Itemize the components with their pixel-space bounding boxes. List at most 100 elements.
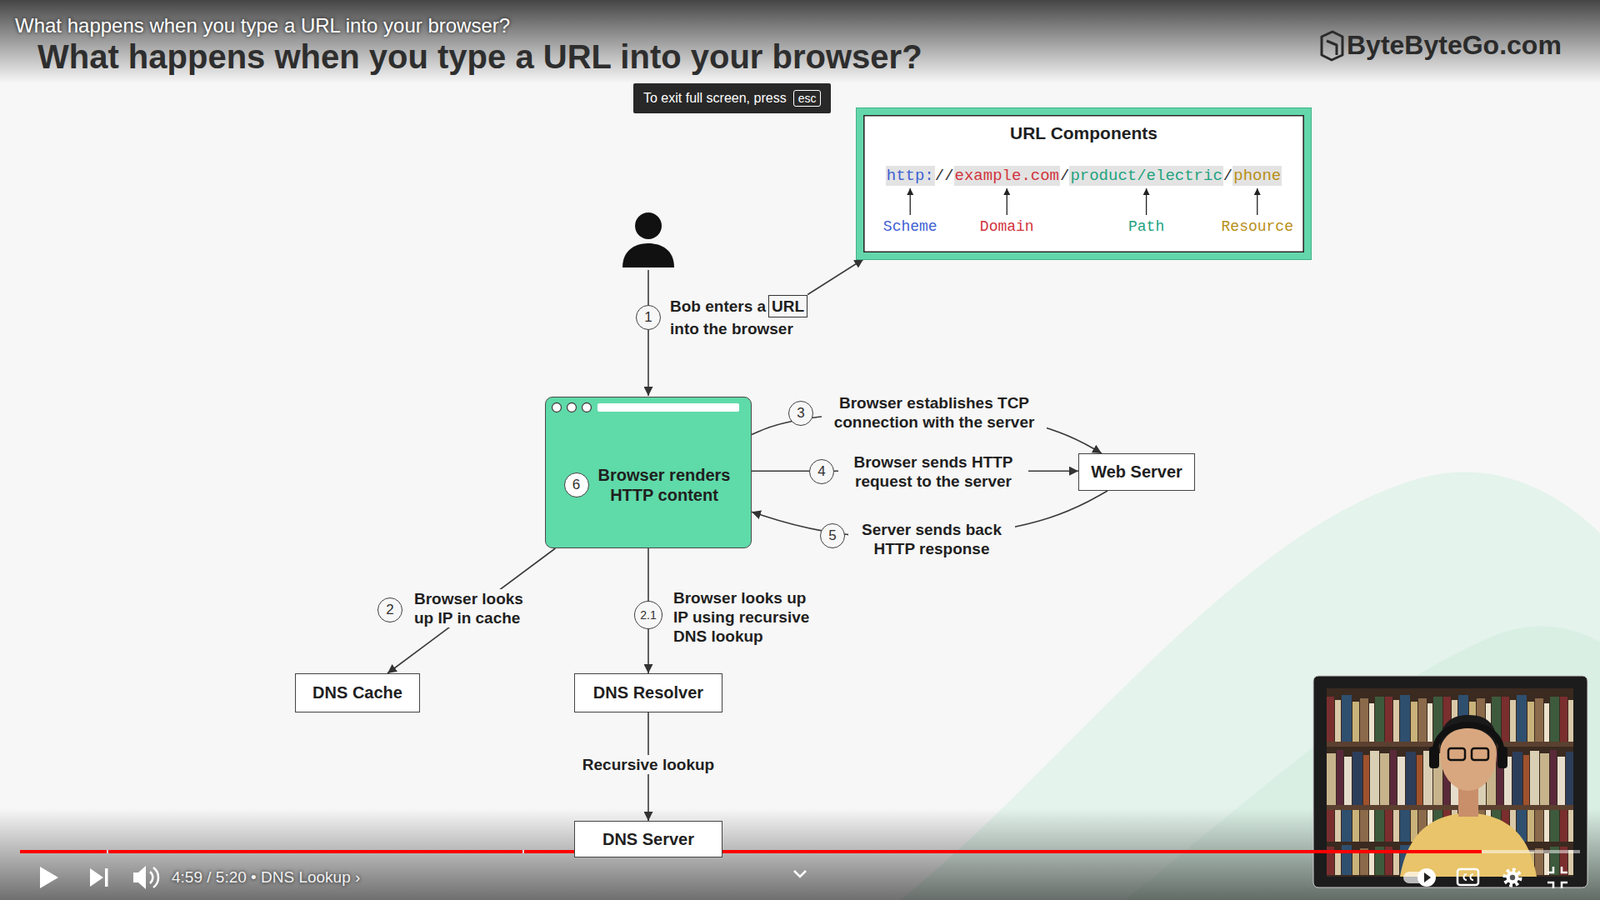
top-shade xyxy=(0,0,1600,84)
url-part: http: xyxy=(885,165,935,186)
url-part-name: Domain xyxy=(980,217,1035,236)
slide-title: What happens when you type a URL into yo… xyxy=(37,36,923,77)
progress-bar xyxy=(20,850,1580,854)
autoplay-toggle xyxy=(1424,872,1431,883)
headphone-band xyxy=(1435,725,1502,755)
connector-arrow xyxy=(387,548,555,674)
step-text: into the browser xyxy=(670,319,794,339)
window-body: 6Browser renders HTTP content xyxy=(545,422,751,548)
volume-icon xyxy=(133,865,146,890)
next-icon xyxy=(90,868,104,887)
url-part: / xyxy=(1060,166,1070,185)
url-part: product/electric xyxy=(1069,165,1223,186)
step-text: Bob enters a xyxy=(670,296,766,316)
window-title-bar xyxy=(545,397,753,423)
browser-text: Browser renders HTTP content xyxy=(595,465,734,505)
panel-heading: URL Components xyxy=(863,122,1305,145)
url-part: / xyxy=(1223,166,1233,185)
volume-icon xyxy=(153,867,159,888)
window-button xyxy=(582,403,592,413)
box-label: DNS Server xyxy=(602,830,695,850)
url-part: phone xyxy=(1232,165,1282,186)
callout-number: 2 xyxy=(377,597,403,623)
url-part: example.com xyxy=(954,165,1060,186)
glasses xyxy=(1471,748,1489,760)
connector-label: Browser looks up IP in cache xyxy=(410,589,538,628)
key-badge: esc xyxy=(793,90,822,107)
step-arrow xyxy=(647,270,650,396)
volume-icon xyxy=(150,871,153,884)
window-button xyxy=(552,403,562,413)
pointer-arrow xyxy=(1006,188,1008,215)
server-box: Web Server xyxy=(1078,453,1195,491)
play-icon xyxy=(40,866,59,889)
webcam-frame xyxy=(1313,675,1588,888)
progress-played xyxy=(108,850,523,854)
callout-number: 3 xyxy=(788,400,814,426)
shirt xyxy=(1400,812,1537,877)
callout-number: 1 xyxy=(635,305,661,330)
settings-icon xyxy=(1505,870,1520,885)
tooltip-overlay: To exit full screen, press esc xyxy=(633,83,831,114)
headphone-cup xyxy=(1497,746,1508,769)
url-components-panel: URL Componentshttp://example.com/product… xyxy=(856,108,1311,260)
player-controls xyxy=(40,865,1568,890)
progress-played xyxy=(20,850,107,854)
logo-outline xyxy=(1321,31,1343,60)
exit-fullscreen-icon xyxy=(1547,866,1568,889)
callout-number: 2.1 xyxy=(634,600,663,630)
callout-number: 6 xyxy=(564,472,590,498)
captions-icon xyxy=(1457,869,1479,885)
box-label: URL xyxy=(771,297,805,315)
server-box: DNS Server xyxy=(574,820,723,858)
connector-arrow xyxy=(807,259,864,295)
person-icon xyxy=(622,212,675,268)
headphone-cup xyxy=(1429,746,1440,769)
box-label: DNS Resolver xyxy=(593,683,704,703)
pointer-arrow xyxy=(1256,188,1258,215)
person-head xyxy=(635,212,662,240)
window-button xyxy=(567,403,577,413)
url-part-name: Resource xyxy=(1221,217,1294,236)
address-bar xyxy=(597,403,740,412)
connector-label: Browser looks up IP using recursive DNS … xyxy=(670,588,822,646)
autoplay-toggle xyxy=(1417,868,1436,887)
url-string: http://example.com/product/electric/phon… xyxy=(863,165,1305,187)
connector-label: Recursive lookup xyxy=(579,755,718,775)
settings-icon xyxy=(1506,871,1520,885)
connector-label: Browser establishes TCP connection with … xyxy=(821,393,1047,432)
box-label: To exit full screen, press xyxy=(643,90,787,106)
person-body xyxy=(622,243,675,268)
url-part-name: Scheme xyxy=(883,217,938,236)
callout-number: 4 xyxy=(809,459,835,485)
box-label: esc xyxy=(798,91,817,105)
url-tag: URL xyxy=(768,295,808,318)
chevron-icon xyxy=(794,870,806,877)
logo-icon xyxy=(1321,31,1343,60)
shelf xyxy=(1326,805,1574,810)
logo-mark xyxy=(1326,40,1337,55)
brand-logo: ByteByteGo.com xyxy=(1346,29,1562,61)
browser-window: 6Browser renders HTTP content xyxy=(545,396,752,549)
settings-icon xyxy=(1510,875,1515,880)
webcam-feed xyxy=(1313,675,1588,888)
server-box: DNS Cache xyxy=(295,673,420,713)
url-part: // xyxy=(935,166,955,185)
connector-label: Server sends back HTTP response xyxy=(848,520,1015,559)
bookshelf xyxy=(1326,688,1574,877)
glasses xyxy=(1448,748,1465,760)
pointer-arrow xyxy=(910,188,911,215)
connector-label: Browser sends HTTP request to the server xyxy=(838,452,1029,491)
time-display: 4:59 / 5:20 • DNS Lookup › xyxy=(171,867,360,888)
captions-icon xyxy=(1470,874,1474,880)
callout-number: 5 xyxy=(820,523,845,549)
box-label: Web Server xyxy=(1090,462,1183,482)
box-label: DNS Cache xyxy=(312,683,403,703)
next-icon xyxy=(105,868,109,887)
video-title: What happens when you type a URL into yo… xyxy=(15,13,510,39)
progress-track xyxy=(20,850,1580,854)
